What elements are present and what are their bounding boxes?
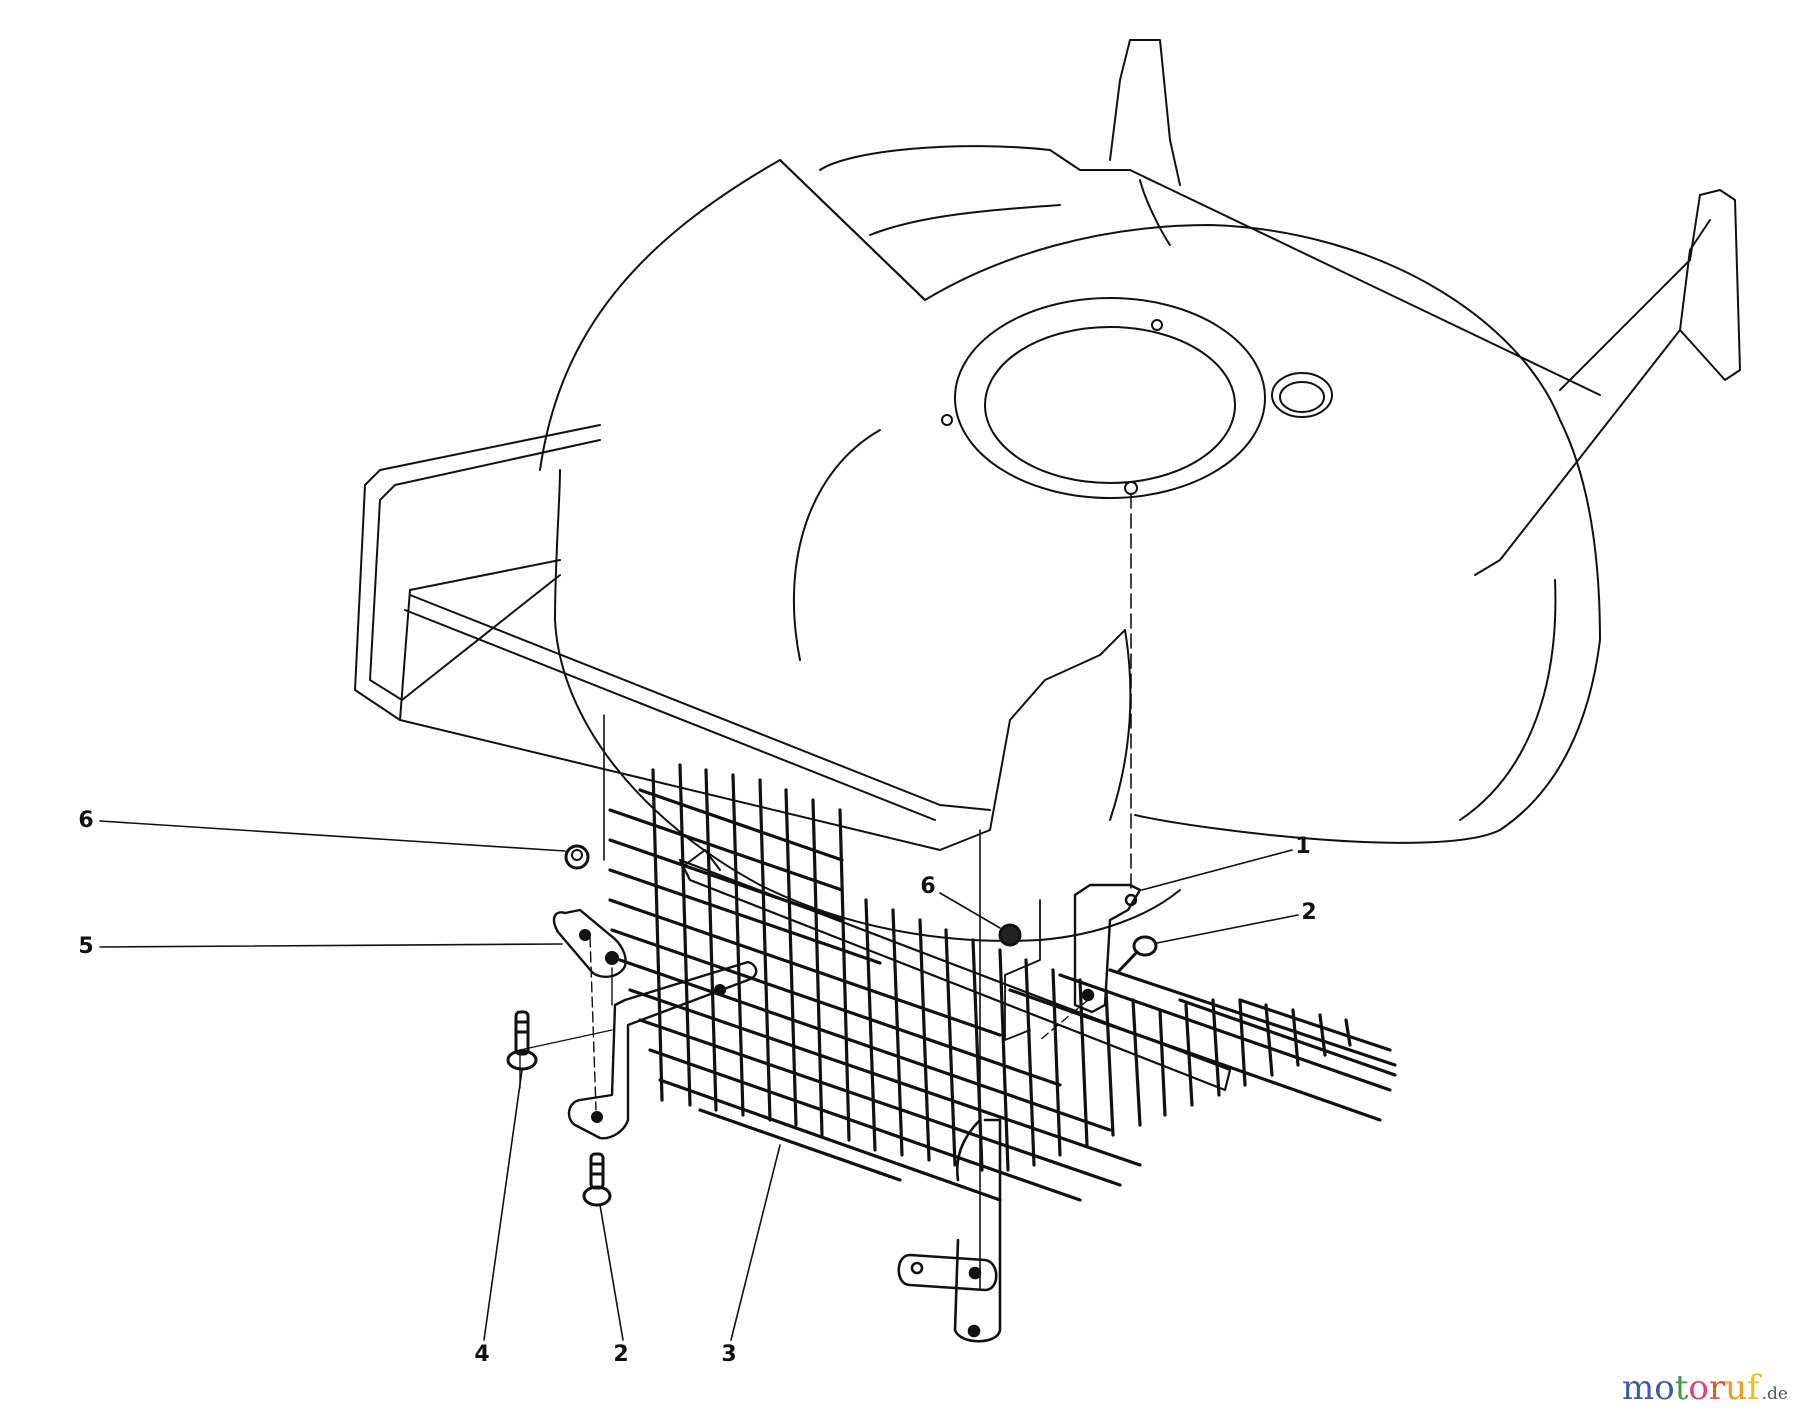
leader-lines xyxy=(99,820,1299,1341)
watermark-letter: u xyxy=(1725,1368,1748,1408)
bolt-4 xyxy=(506,1010,538,1071)
bolt-2-right xyxy=(1116,935,1158,974)
bolt-2-bottom xyxy=(582,1152,612,1207)
hex-nut-middle xyxy=(998,899,1041,1041)
watermark-logo: motoruf.de xyxy=(1622,1368,1788,1408)
lower-center-bracket xyxy=(897,1118,1002,1343)
callout-2-right: 2 xyxy=(1301,900,1317,925)
watermark-letter: o xyxy=(1654,1368,1675,1408)
watermark-letter: r xyxy=(1708,1368,1726,1408)
hex-nut-left xyxy=(564,844,590,870)
watermark-letter: t xyxy=(1674,1368,1689,1408)
callout-3: 3 xyxy=(721,1342,737,1367)
callout-6-middle: 6 xyxy=(920,874,936,899)
callout-5: 5 xyxy=(78,934,94,959)
left-bracket xyxy=(519,908,758,1140)
right-bracket xyxy=(1039,883,1142,1041)
watermark-letter: m xyxy=(1621,1368,1655,1408)
callout-1: 1 xyxy=(1295,834,1311,859)
callout-2-bottom: 2 xyxy=(613,1342,629,1367)
watermark-letter: o xyxy=(1688,1368,1709,1408)
deflector-screen xyxy=(608,763,1397,1202)
callout-6-left: 6 xyxy=(78,808,94,833)
watermark-letter: f xyxy=(1747,1368,1760,1408)
watermark-suffix: .de xyxy=(1761,1384,1788,1404)
callout-4: 4 xyxy=(474,1342,490,1367)
mower-deck xyxy=(354,39,1741,1291)
